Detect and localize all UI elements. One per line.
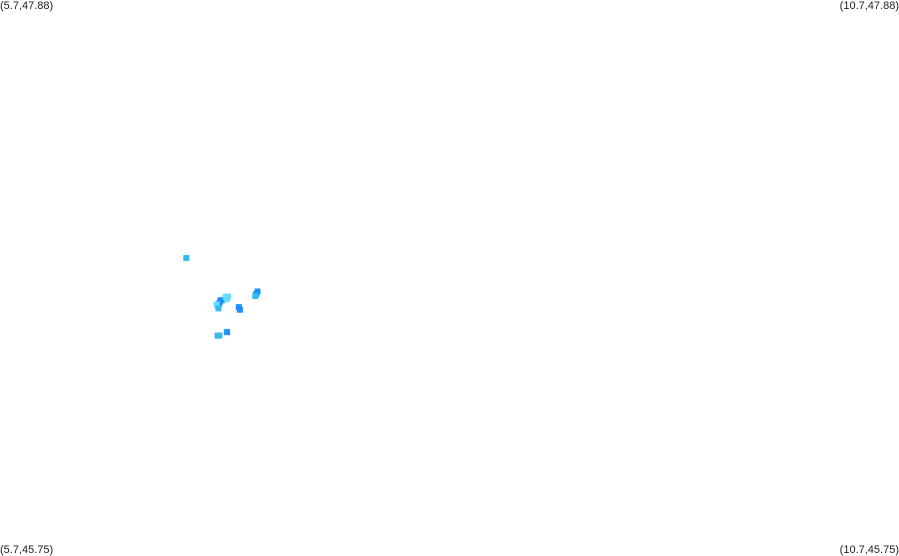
map-point [224, 329, 231, 336]
map-point [252, 293, 259, 299]
map-point [183, 254, 190, 261]
map-point [216, 332, 223, 339]
map-point [254, 288, 261, 295]
map-point [215, 305, 222, 312]
map-point [236, 306, 243, 313]
map-point [225, 293, 231, 300]
corner-label-top-left: (5.7,47.88) [0, 0, 54, 12]
corner-label-top-right: (10.7,47.88) [839, 0, 899, 12]
map-point [213, 301, 220, 308]
map-point [219, 297, 226, 304]
